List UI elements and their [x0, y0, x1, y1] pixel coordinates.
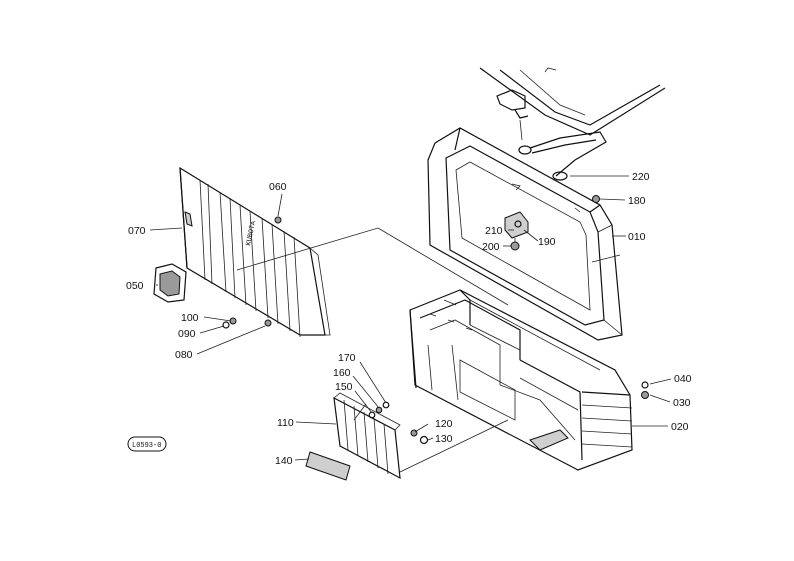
callout-200: 200 — [482, 241, 500, 253]
callout-010: 010 — [628, 231, 646, 243]
grille-logo-text: KUBOTA — [245, 220, 258, 247]
bolt-030-040-part — [641, 381, 649, 399]
callout-120: 120 — [435, 418, 453, 430]
bracket-140-part — [305, 451, 351, 481]
callout-080: 080 — [175, 349, 193, 361]
drawing-code-text: L0593-0 — [132, 442, 161, 450]
callout-130: 130 — [435, 433, 453, 445]
upper-grille-part — [179, 166, 331, 338]
callout-020: 020 — [671, 421, 689, 433]
callout-090: 090 — [178, 328, 196, 340]
fasteners-lower-grille — [368, 401, 429, 445]
callout-040: 040 — [674, 373, 692, 385]
callout-030: 030 — [673, 397, 691, 409]
drawing-code-badge: L0593-0 — [127, 436, 167, 452]
callout-070: 070 — [128, 225, 146, 237]
callout-210: 210 — [485, 225, 503, 237]
callout-110: 110 — [277, 417, 294, 429]
latch-bracket-part — [504, 211, 529, 251]
support-strap-part — [518, 119, 607, 181]
emblem-part — [153, 263, 187, 303]
callout-labels: 010 020 030 040 050 060 070 080 090 100 … — [126, 171, 692, 467]
callout-140: 140 — [275, 455, 293, 467]
grille-logo: KUBOTA — [245, 220, 258, 247]
callout-100: 100 — [181, 312, 199, 324]
front-frame-part — [427, 127, 623, 341]
bolt-180-part — [592, 195, 600, 203]
lower-cowl-part — [409, 289, 633, 471]
callout-180: 180 — [628, 195, 646, 207]
leader-lines — [149, 175, 672, 461]
assembly-lines — [236, 227, 509, 473]
callout-190: 190 — [538, 236, 556, 248]
callout-150: 150 — [335, 381, 353, 393]
callout-160: 160 — [333, 367, 351, 379]
callout-050: 050 — [126, 280, 144, 292]
callout-060: 060 — [269, 181, 287, 193]
lower-grille-part — [333, 392, 401, 480]
callout-170: 170 — [338, 352, 356, 364]
callout-220: 220 — [632, 171, 650, 183]
hood-part — [479, 67, 666, 136]
